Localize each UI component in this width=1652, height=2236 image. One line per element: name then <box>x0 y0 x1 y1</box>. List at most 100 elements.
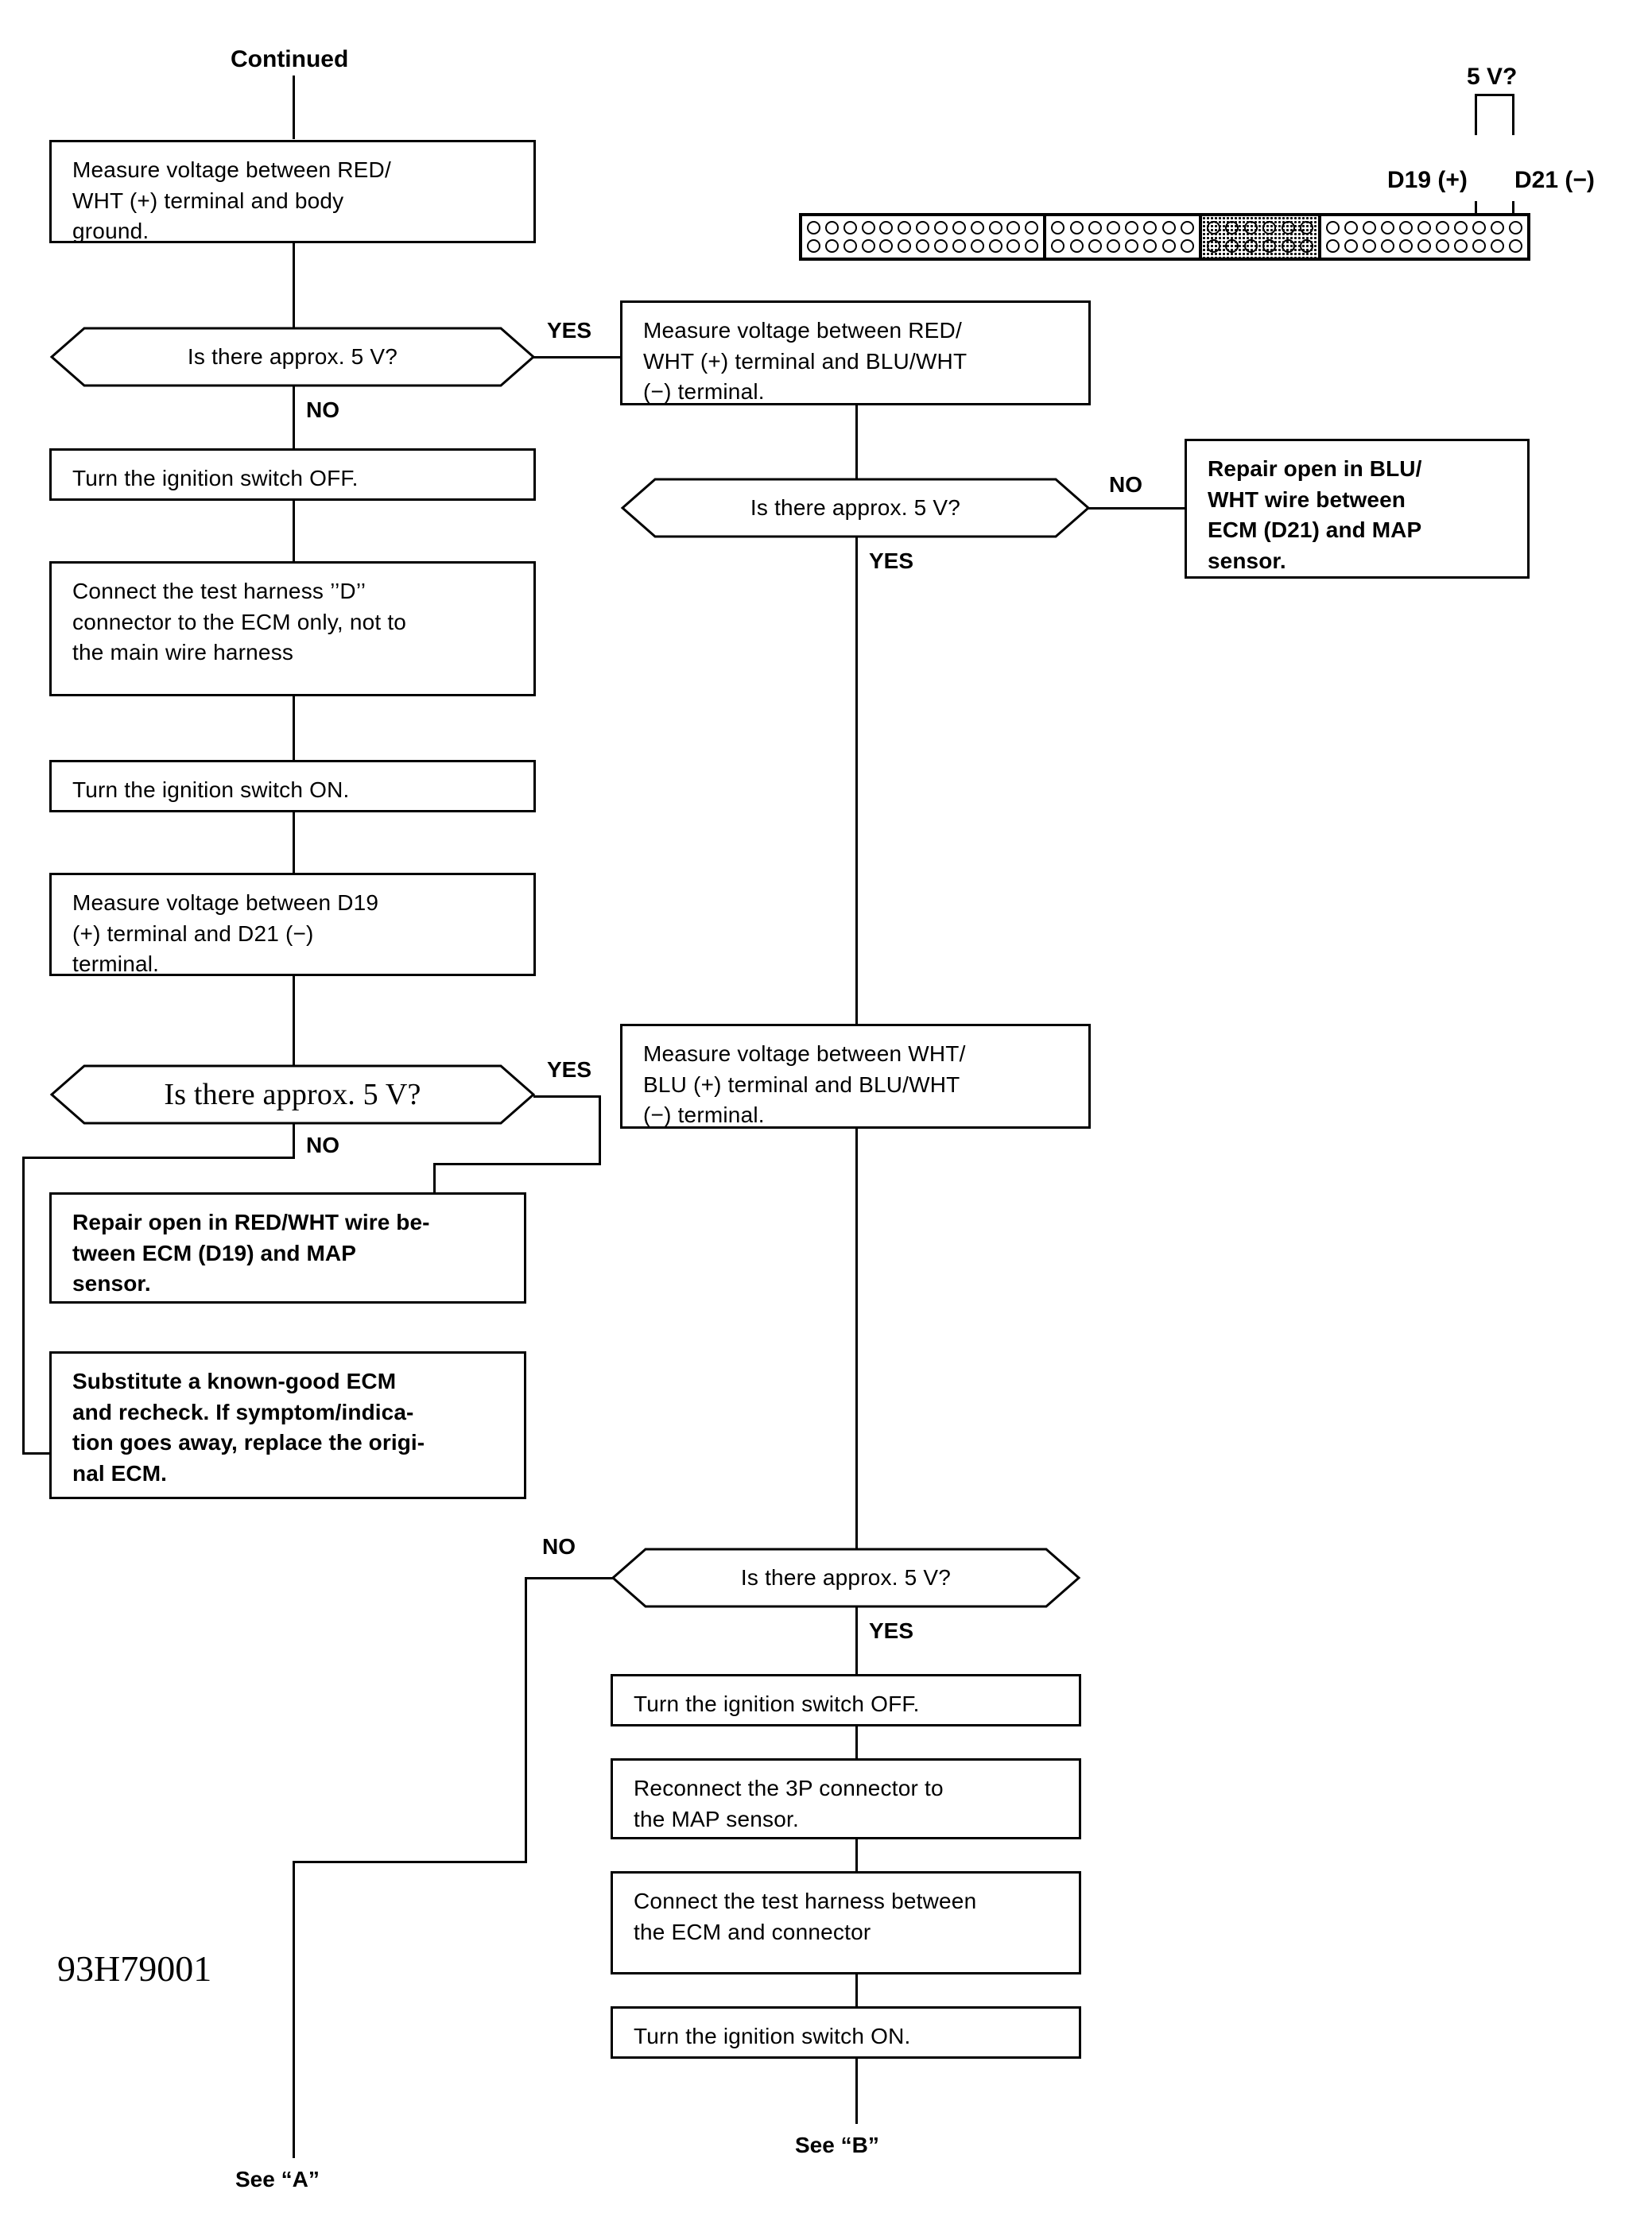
connector-line-entry <box>293 76 295 139</box>
connector-pin <box>1417 221 1432 234</box>
connector-segment-2 <box>1046 216 1202 258</box>
connector-pin <box>1326 221 1340 234</box>
connector-pin <box>1006 221 1021 234</box>
connector-pin <box>843 221 857 234</box>
connector-pin <box>1281 221 1295 234</box>
ecm-connector-diagram <box>799 213 1530 261</box>
decision-is-there-approx-5v-2: Is there approx. 5 V? <box>49 1064 536 1126</box>
connector-pin <box>807 221 820 234</box>
branch-yes-line-2a <box>533 1095 601 1098</box>
step-turn-ignition-switch-on-right: Turn the ignition switch ON. <box>611 2006 1081 2059</box>
connector-pin <box>861 239 875 253</box>
branch-no-line-4c <box>293 1861 527 1863</box>
connector-line-l1 <box>293 243 295 327</box>
connector-pin <box>934 239 948 253</box>
connector-pin <box>1262 221 1277 234</box>
branch-label-yes-2: YES <box>547 1057 592 1082</box>
connector-pin <box>1125 239 1139 253</box>
result-repair-blu-wht-wire: Repair open in BLU/ WHT wire between ECM… <box>1185 439 1530 579</box>
connector-pin <box>1490 221 1504 234</box>
probe-lead-right-upper <box>1512 94 1514 135</box>
connector-line-l4 <box>293 812 295 873</box>
connector-segment-1 <box>802 216 1047 258</box>
branch-no-line-2d <box>22 1452 54 1455</box>
branch-label-no-1: NO <box>306 397 339 422</box>
connector-pin <box>879 221 894 234</box>
connector-line-r6 <box>855 2059 858 2124</box>
connector-pin <box>916 239 930 253</box>
branch-label-no-3: NO <box>1109 472 1142 497</box>
connector-pin <box>1161 239 1176 253</box>
result-repair-red-wht-wire: Repair open in RED/WHT wire be- tween EC… <box>49 1192 526 1304</box>
connector-pin <box>1107 221 1121 234</box>
connector-pin <box>988 239 1002 253</box>
connector-pin <box>952 221 966 234</box>
connector-pin-row <box>1051 219 1194 237</box>
step-connect-test-harness-d: Connect the test harness ’’D’’ connector… <box>49 561 536 696</box>
connector-pin <box>1025 221 1039 234</box>
document-part-number: 93H79001 <box>57 1948 212 1989</box>
connector-pin <box>1206 221 1220 234</box>
step-turn-ignition-switch-off-right: Turn the ignition switch OFF. <box>611 1674 1081 1726</box>
connector-pin <box>898 221 912 234</box>
branch-yes-line-3 <box>855 537 858 1025</box>
connector-voltage-label: 5 V? <box>1467 64 1518 90</box>
connector-pin <box>1381 221 1395 234</box>
connector-pin <box>1225 239 1239 253</box>
connector-pin <box>1225 221 1239 234</box>
connector-pin <box>1417 239 1432 253</box>
branch-no-line-1 <box>293 386 295 450</box>
branch-yes-line-2b <box>599 1095 601 1165</box>
connector-pin <box>1472 239 1486 253</box>
connector-pin-row <box>807 219 1039 237</box>
connector-pin <box>1281 239 1295 253</box>
connector-pin <box>1472 221 1486 234</box>
connector-line-r5 <box>855 1974 858 2008</box>
connector-pin <box>1161 221 1176 234</box>
connector-pin <box>1143 239 1158 253</box>
branch-no-line-4d <box>293 1861 295 2158</box>
connector-pin <box>1069 221 1084 234</box>
connector-pin <box>1508 239 1522 253</box>
connector-pin-row <box>1326 237 1522 255</box>
connector-pin <box>1344 239 1359 253</box>
branch-label-no-2: NO <box>306 1133 339 1157</box>
connector-pin <box>1300 239 1314 253</box>
connector-segment-4 <box>1321 216 1527 258</box>
connector-pin <box>1180 221 1194 234</box>
connector-line-r2 <box>855 1129 858 1548</box>
connector-pin <box>1454 221 1468 234</box>
connector-pin <box>807 239 820 253</box>
connector-pin <box>1363 221 1377 234</box>
branch-yes-line-2d <box>433 1163 436 1211</box>
connector-pin <box>988 221 1002 234</box>
connector-pin <box>952 239 966 253</box>
connector-line-r1 <box>855 405 858 479</box>
decision-is-there-approx-5v-3: Is there approx. 5 V? <box>620 477 1091 539</box>
connector-pin <box>1508 221 1522 234</box>
probe-lead-left-upper <box>1475 94 1477 135</box>
exit-label-see-b: See “B” <box>795 2133 879 2157</box>
connector-pin-row <box>1206 237 1314 255</box>
branch-no-line-4a <box>525 1577 614 1579</box>
connector-line-l5 <box>293 976 295 1065</box>
connector-pin <box>1262 239 1277 253</box>
connector-line-r4 <box>855 1839 858 1873</box>
connector-pin <box>824 221 839 234</box>
connector-pin <box>1454 239 1468 253</box>
connector-line-l2 <box>293 501 295 561</box>
branch-no-line-3 <box>1088 507 1186 510</box>
connector-pin <box>1326 239 1340 253</box>
branch-yes-line-4 <box>855 1607 858 1676</box>
branch-yes-line-1 <box>533 356 621 358</box>
connector-pin <box>1088 221 1102 234</box>
connector-pin <box>1381 239 1395 253</box>
connector-pin-row <box>1206 219 1314 237</box>
branch-no-line-4b <box>525 1577 527 1863</box>
exit-label-see-a: See “A” <box>235 2167 320 2191</box>
branch-no-line-2b <box>22 1157 295 1159</box>
step-turn-ignition-switch-off-left: Turn the ignition switch OFF. <box>49 448 536 501</box>
decision-is-there-approx-5v-1: Is there approx. 5 V? <box>49 326 536 388</box>
connector-pin <box>1436 239 1450 253</box>
